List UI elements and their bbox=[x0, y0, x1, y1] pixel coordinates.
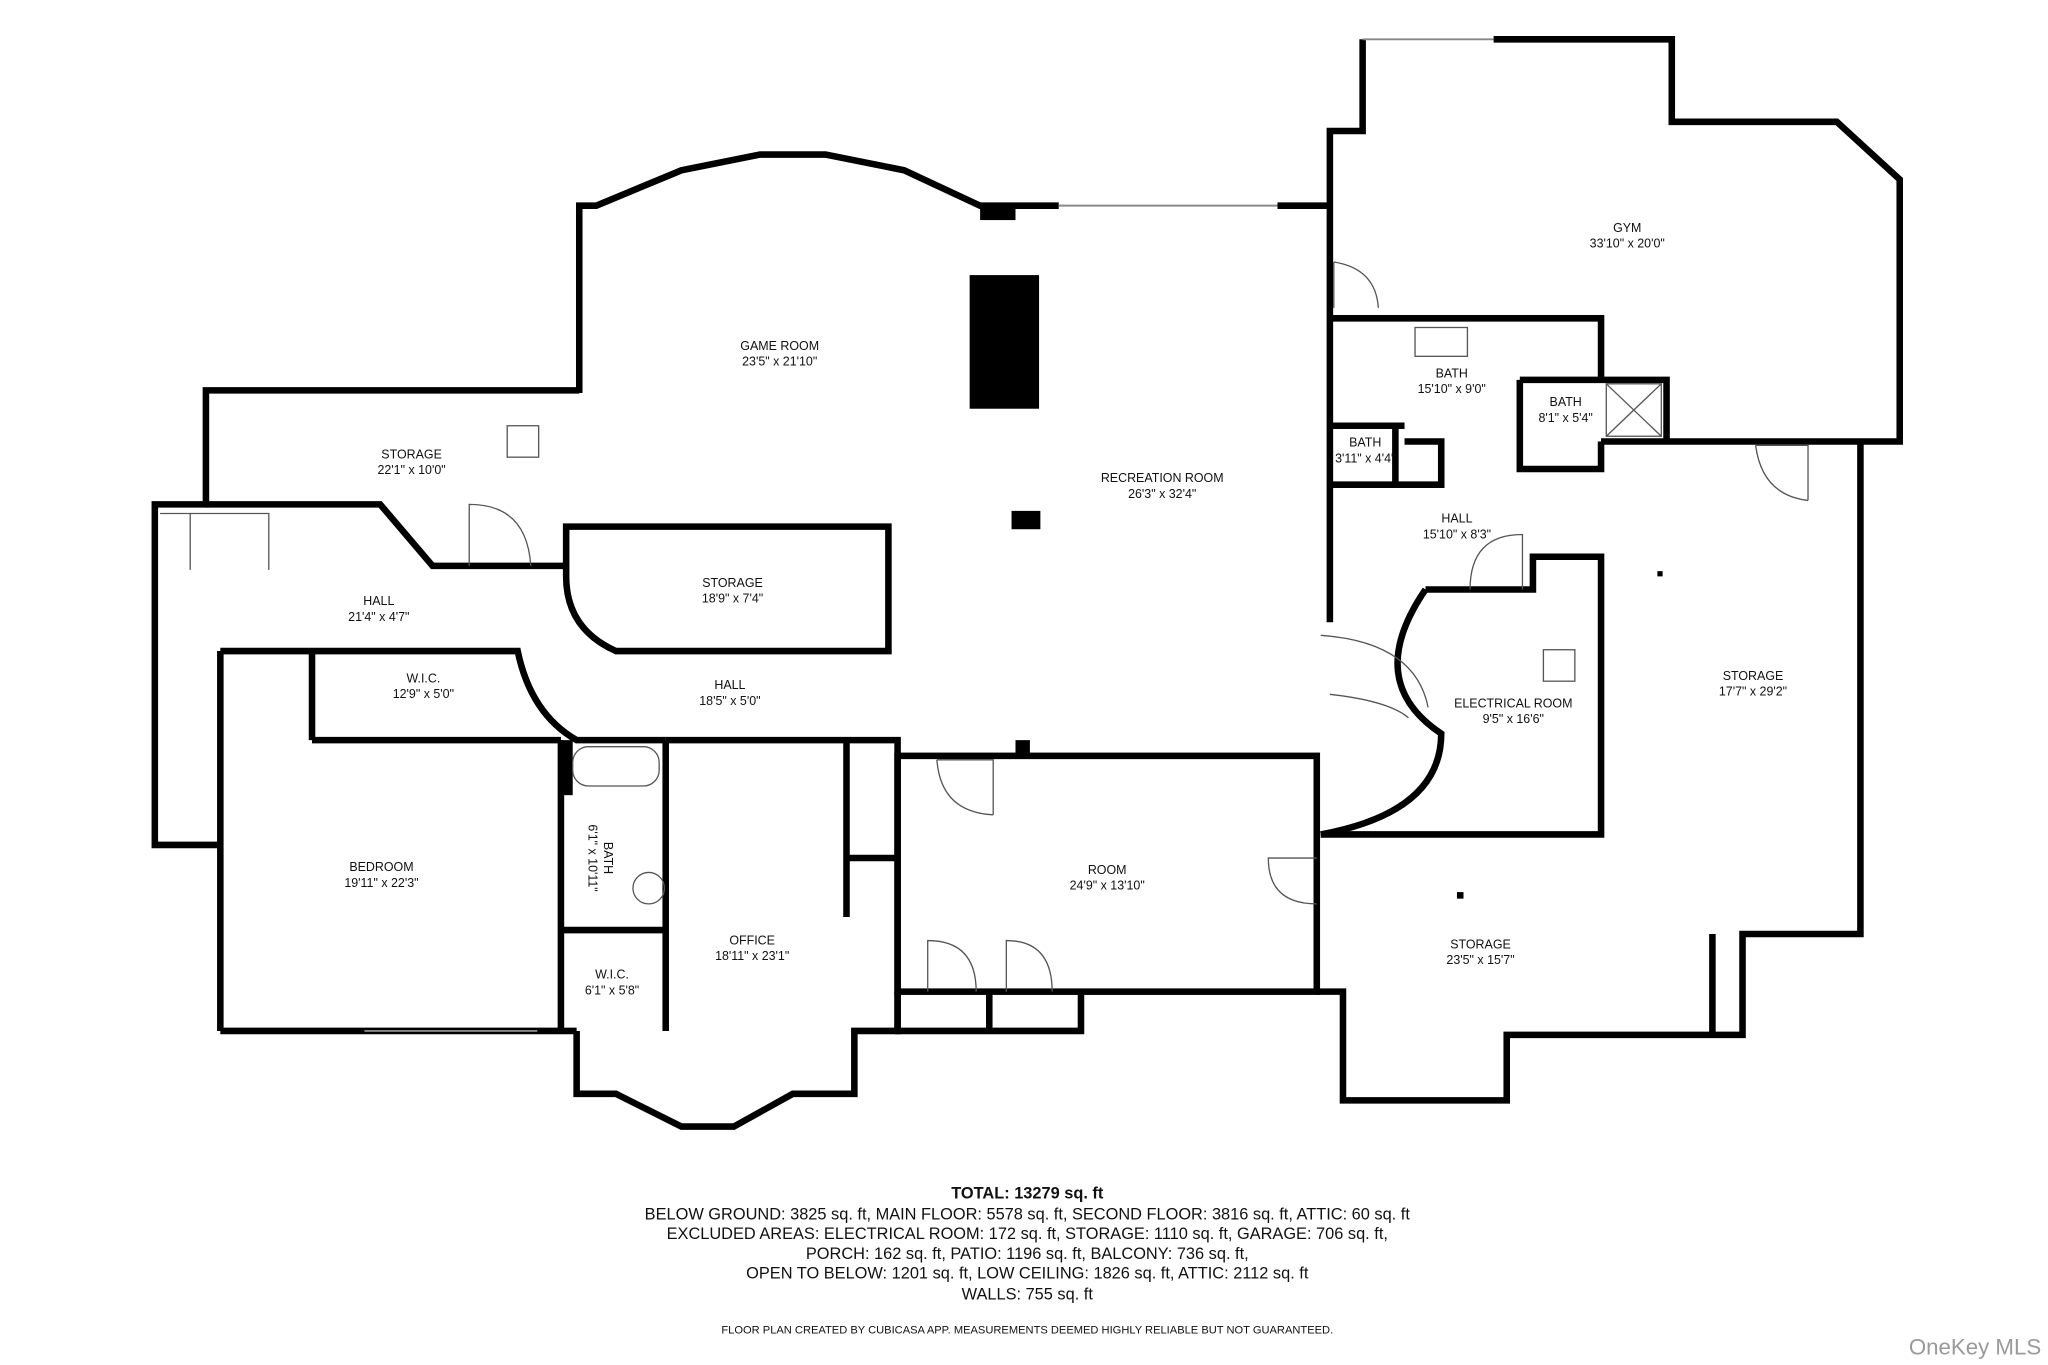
room-name: STORAGE bbox=[381, 447, 442, 461]
room-dims: 24'9" x 13'10" bbox=[1070, 878, 1145, 892]
room-dims: 21'4" x 4'7" bbox=[348, 610, 409, 624]
room-dims: 3'11" x 4'4" bbox=[1335, 451, 1395, 465]
room-name: STORAGE bbox=[702, 576, 763, 590]
summary-line: BELOW GROUND: 3825 sq. ft, MAIN FLOOR: 5… bbox=[645, 1206, 1411, 1224]
room-dims: 18'11" x 23'1" bbox=[715, 949, 789, 963]
room-name: ELECTRICAL ROOM bbox=[1454, 696, 1572, 710]
room-dims: 6'1" x 5'8" bbox=[585, 983, 639, 997]
room-dims: 6'1" x 10'11" bbox=[585, 824, 599, 891]
room-name: STORAGE bbox=[1723, 669, 1784, 683]
room-dims: 15'10" x 9'0" bbox=[1418, 382, 1486, 396]
room-name: ROOM bbox=[1088, 863, 1127, 877]
summary-line: OPEN TO BELOW: 1201 sq. ft, LOW CEILING:… bbox=[746, 1265, 1309, 1283]
room-name: STORAGE bbox=[1450, 937, 1511, 951]
watermark: OneKey MLS bbox=[1909, 1335, 2041, 1360]
area-summary: TOTAL: 13279 sq. ft BELOW GROUND: 3825 s… bbox=[645, 1185, 1411, 1337]
room-dims: 8'1" x 5'4" bbox=[1538, 411, 1592, 425]
room-dims: 17'7" x 29'2" bbox=[1719, 685, 1787, 699]
room-name: BATH bbox=[1550, 395, 1582, 409]
room-name: GAME ROOM bbox=[740, 339, 819, 353]
room-dims: 22'1" x 10'0" bbox=[377, 463, 445, 477]
room-name: BATH bbox=[601, 842, 615, 874]
summary-line: WALLS: 755 sq. ft bbox=[962, 1286, 1094, 1304]
room-name: HALL bbox=[363, 594, 394, 608]
room-dims: 12'9" x 5'0" bbox=[393, 687, 454, 701]
room-name: OFFICE bbox=[729, 933, 775, 947]
svg-text:W.I.C.6'1" x 5'8": W.I.C.6'1" x 5'8" bbox=[585, 968, 639, 998]
room-name: HALL bbox=[1441, 512, 1472, 526]
svg-text:BATH6'1" x 10'11": BATH6'1" x 10'11" bbox=[585, 824, 615, 891]
fixtures bbox=[468, 205, 1809, 992]
summary-line: EXCLUDED AREAS: ELECTRICAL ROOM: 172 sq.… bbox=[667, 1225, 1388, 1243]
walls bbox=[151, 36, 1903, 1130]
room-name: RECREATION ROOM bbox=[1101, 471, 1224, 485]
room-dims: 18'5" x 5'0" bbox=[699, 694, 760, 708]
svg-text:W.I.C.12'9" x 5'0": W.I.C.12'9" x 5'0" bbox=[393, 672, 454, 702]
room-dims: 23'5" x 21'10" bbox=[742, 354, 817, 368]
room-dims: 23'5" x 15'7" bbox=[1446, 953, 1514, 967]
room-name: BATH bbox=[1436, 366, 1468, 380]
room-name: BEDROOM bbox=[349, 860, 413, 874]
room-dims: 33'10" x 20'0" bbox=[1590, 237, 1665, 251]
room-dims: 15'10" x 8'3" bbox=[1423, 527, 1491, 541]
room-name: W.I.C. bbox=[406, 672, 440, 686]
room-name: HALL bbox=[714, 678, 745, 692]
room-name: GYM bbox=[1613, 221, 1641, 235]
total-area: TOTAL: 13279 sq. ft bbox=[951, 1185, 1104, 1203]
disclaimer: FLOOR PLAN CREATED BY CUBICASA APP. MEAS… bbox=[721, 1325, 1333, 1337]
room-name: BATH bbox=[1349, 436, 1381, 450]
room-dims: 9'5" x 16'6" bbox=[1483, 712, 1544, 726]
room-dims: 18'9" x 7'4" bbox=[702, 592, 763, 606]
room-dims: 19'11" x 22'3" bbox=[344, 876, 418, 890]
room-name: W.I.C. bbox=[595, 968, 629, 982]
summary-line: PORCH: 162 sq. ft, PATIO: 1196 sq. ft, B… bbox=[806, 1245, 1249, 1263]
room-dims: 26'3" x 32'4" bbox=[1128, 487, 1196, 501]
